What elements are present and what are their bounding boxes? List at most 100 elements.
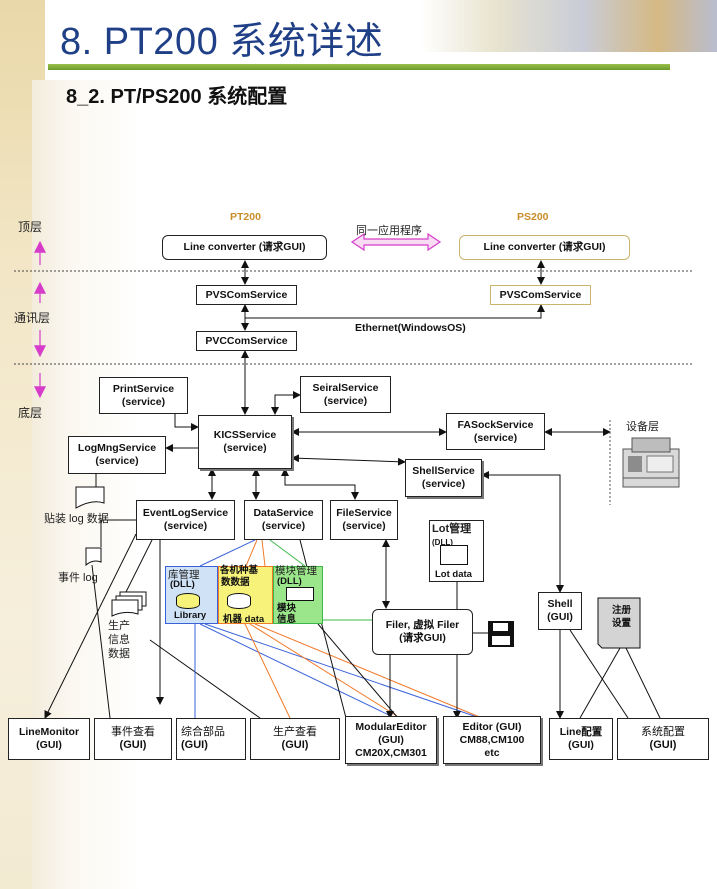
lot-dll-label: (DLL) — [432, 538, 453, 547]
eventlog-service-name: EventLogService — [142, 507, 229, 519]
module-management-label: 模块管理 — [275, 565, 317, 577]
module-data-label2: 信息 — [277, 614, 297, 625]
serial-service-name: SeiralService — [312, 381, 379, 394]
pvscom-left-box: PVSComService — [196, 285, 297, 305]
eventlog-service-box: EventLogService (service) — [136, 500, 235, 540]
title-underline — [48, 64, 670, 70]
sys-config-name: 系统配置 — [641, 726, 685, 738]
machine-data-block: 各机种基 数数据 机器 data — [218, 565, 273, 625]
eventlog-service-type: (service) — [163, 520, 208, 532]
top-decor-strip — [420, 0, 717, 52]
lot-doc-icon — [440, 545, 468, 565]
layer-bottom-label: 底层 — [18, 406, 43, 420]
shell-gui-type: (GUI) — [547, 611, 573, 623]
filer-type: (请求GUI) — [399, 632, 446, 644]
modular-editor-type: (GUI) — [378, 733, 404, 746]
production-info-line1: 生产 — [108, 620, 130, 632]
mount-log-label: 贴装 log 数据 — [44, 513, 109, 525]
production-info-line3: 数据 — [108, 648, 130, 660]
library-management-block: 库管理 (DLL) Library — [165, 566, 218, 624]
serial-service-type: (service) — [323, 394, 368, 407]
print-service-type: (service) — [121, 395, 166, 408]
production-info-line2: 信息 — [108, 634, 130, 646]
machine-data-label: 机器 data — [223, 614, 265, 625]
line-converter-pt200-box: Line converter (请求GUI) — [162, 235, 327, 260]
floppy-disk-icon — [488, 621, 514, 647]
prod-view-type: (GUI) — [281, 739, 309, 751]
logging-service-box: LogMngService (service) — [68, 436, 166, 474]
event-view-type: (GUI) — [119, 739, 147, 751]
line-config-type: (GUI) — [568, 739, 594, 751]
fasock-service-box: FASockService (service) — [446, 413, 545, 450]
modular-editor-models: CM20X,CM301 — [355, 746, 427, 759]
modular-editor-name: ModularEditor — [355, 720, 427, 733]
library-label: Library — [174, 610, 207, 621]
event-log-label: 事件 log — [58, 572, 98, 584]
library-management-label: 库管理 — [168, 569, 200, 581]
shell-gui-name: Shell — [547, 598, 573, 610]
sys-config-gui-box: 系统配置 (GUI) — [617, 718, 709, 760]
device-layer-label: 设备层 — [626, 421, 659, 433]
module-management-block: 模块管理 (DLL) 模块 信息 — [273, 565, 323, 625]
page-title: 8. PT200 系统详述 — [60, 21, 384, 63]
serial-service-box: SeiralService (service) — [300, 376, 391, 413]
event-log-document-icon — [85, 547, 102, 567]
line-config-gui-box: Line配置 (GUI) — [549, 718, 613, 760]
ethernet-label: Ethernet(WindowsOS) — [355, 322, 466, 334]
library-dll-label: (DLL) — [170, 579, 195, 590]
line-monitor-name: LineMonitor — [18, 726, 80, 738]
parts-type: (GUI) — [181, 739, 208, 751]
line-converter-ps200-box: Line converter (请求GUI) — [459, 235, 630, 260]
pvscom-right-label: PVSComService — [499, 288, 582, 301]
parts-name: 综合部品 — [181, 726, 225, 738]
shell-service-name: ShellService — [412, 465, 475, 477]
layer-comm-label: 通讯层 — [14, 311, 51, 325]
mounter-machine-icon — [622, 437, 680, 488]
parts-gui-box: 综合部品 (GUI) — [176, 718, 246, 760]
filer-name: Filer, 虚拟 Filer — [385, 619, 460, 631]
shell-gui-box: Shell (GUI) — [538, 592, 582, 630]
lot-management-block: Lot管理 (DLL) Lot data — [429, 520, 484, 582]
library-database-icon — [176, 593, 200, 609]
machine-database-icon — [227, 593, 251, 609]
shell-service-box: ShellService (service) — [405, 459, 482, 497]
event-view-name: 事件查看 — [111, 726, 155, 738]
line-monitor-type: (GUI) — [36, 739, 62, 751]
data-service-type: (service) — [261, 520, 306, 532]
line-monitor-gui-box: LineMonitor (GUI) — [8, 718, 90, 760]
pvscom-right-box: PVSComService — [490, 285, 591, 305]
pvscom-left-label: PVSComService — [205, 288, 288, 301]
editor-etc: etc — [484, 746, 500, 759]
data-service-box: DataService (service) — [244, 500, 323, 540]
file-service-name: FileService — [336, 507, 392, 519]
pvccom-box: PVCComService — [196, 331, 297, 351]
prod-view-name: 生产查看 — [273, 726, 317, 738]
line-config-name: Line配置 — [559, 726, 603, 738]
print-service-name: PrintService — [112, 382, 175, 395]
production-info-document-icon — [111, 599, 139, 617]
fasock-service-type: (service) — [473, 431, 518, 444]
editor-name: Editor (GUI) — [462, 720, 522, 733]
data-kind-label: 数数据 — [221, 577, 250, 588]
ps200-label: PS200 — [517, 211, 549, 223]
kics-service-type: (service) — [223, 442, 267, 454]
filer-box: Filer, 虚拟 Filer (请求GUI) — [372, 609, 473, 655]
module-doc-icon — [286, 587, 314, 601]
line-converter-pt200-label: Line converter (请求GUI) — [183, 241, 306, 253]
sys-config-type: (GUI) — [649, 739, 677, 751]
kics-service-box: KICSService (service) — [198, 415, 292, 469]
pvccom-label: PVCComService — [205, 334, 288, 347]
layer-top-label: 顶层 — [18, 220, 43, 234]
mount-log-document-icon — [75, 486, 105, 509]
modular-editor-gui-box: ModularEditor (GUI) CM20X,CM301 — [345, 716, 437, 764]
editor-models: CM88,CM100 — [459, 733, 525, 746]
register-setting-label: 注册 设置 — [612, 604, 631, 630]
register-setting-line2: 设置 — [612, 618, 632, 629]
fasock-service-name: FASockService — [457, 418, 534, 431]
same-app-label: 同一应用程序 — [356, 225, 422, 237]
pt200-label: PT200 — [230, 211, 261, 223]
prod-view-gui-box: 生产查看 (GUI) — [250, 718, 340, 760]
shell-service-type: (service) — [421, 478, 466, 490]
print-service-box: PrintService (service) — [99, 377, 188, 414]
